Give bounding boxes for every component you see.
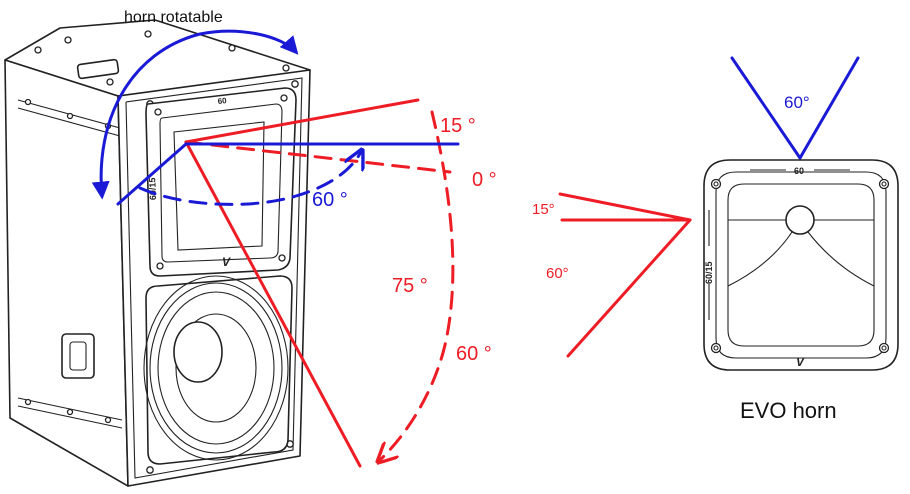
- blue-left-line: [116, 142, 188, 206]
- bolt: [34, 46, 42, 54]
- horn-badge-top-right: 60: [794, 166, 804, 176]
- bolt: [291, 80, 299, 88]
- cabinet-side-handle: [61, 333, 95, 379]
- evo-horn-throat: [785, 205, 815, 235]
- bolt: [282, 64, 290, 72]
- speaker-cabinet: 60/15 60 V: [4, 19, 311, 487]
- bolt: [104, 416, 112, 424]
- bolt: [24, 398, 32, 406]
- bolt: [106, 78, 114, 86]
- angle-0: 0 °: [472, 169, 497, 191]
- angle-60-blue-right: 60°: [784, 93, 810, 112]
- logo-right: V: [796, 355, 805, 369]
- bolt: [24, 98, 32, 106]
- angle-15-right: 15°: [532, 201, 555, 218]
- left-coverage-lines: [116, 98, 460, 468]
- bolt: [66, 408, 74, 416]
- horn-rotatable-arrow: [91, 29, 299, 200]
- horn-badge-side-right: 60/15: [704, 261, 714, 284]
- angle-60-red-left: 60 °: [456, 343, 492, 365]
- horn-rotatable-label: horn rotatable: [124, 9, 223, 26]
- logo-left: V: [222, 255, 231, 269]
- bolt: [146, 466, 154, 474]
- horn-badge-top-left: 60: [217, 96, 227, 106]
- evo-horn-illustration: 60 60/15 V: [703, 56, 899, 371]
- angle-60-right: 60°: [546, 265, 569, 282]
- bolt: [228, 44, 236, 52]
- horn-badge-left: 60/15: [147, 177, 158, 200]
- bolt: [66, 112, 74, 120]
- red-upper-15-line: [184, 98, 420, 144]
- angle-60-blue-left: 60 °: [312, 189, 348, 211]
- evo-horn-frame: [703, 159, 899, 371]
- bolt: [64, 36, 72, 44]
- evo-horn-label: EVO horn: [740, 398, 837, 423]
- blue-v-right: [798, 56, 860, 160]
- red-lower-75-line: [184, 140, 362, 468]
- woofer: [143, 275, 293, 465]
- blue-horizontal-arc: [138, 150, 362, 206]
- red-0-axis-dash: [184, 140, 452, 174]
- blue-v-left: [730, 56, 802, 160]
- cabinet-horn: 60/15 60: [145, 87, 297, 277]
- angle-15-left: 15 °: [440, 115, 476, 137]
- bolt: [144, 30, 152, 38]
- red-vertical-arc: [378, 110, 455, 462]
- side-profile-angles: [558, 192, 692, 358]
- angle-75: 75 °: [392, 275, 428, 297]
